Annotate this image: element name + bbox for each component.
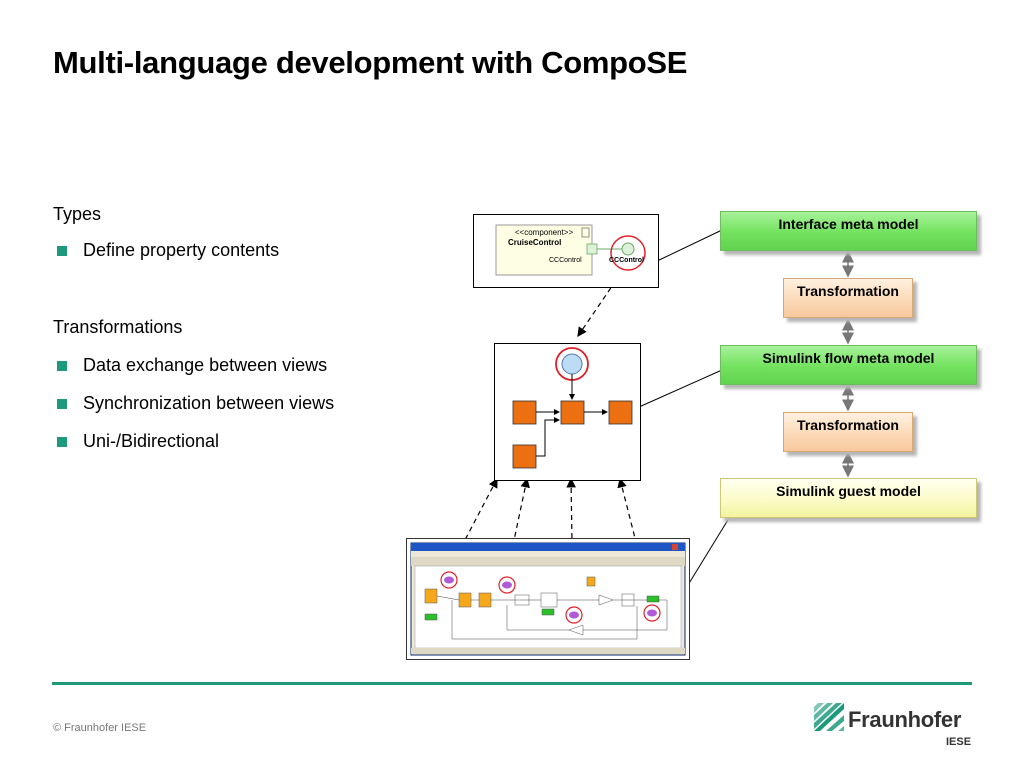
uml-stereotype: <<component>> <box>515 228 574 237</box>
highlight-circle <box>565 606 583 624</box>
highlight-circle <box>610 235 646 271</box>
section-heading-transformations: Transformations <box>53 317 183 337</box>
model-box-simulink-guest-model: Simulink guest model <box>720 478 977 518</box>
model-box-transformation: Transformation <box>783 278 913 318</box>
bullet-text: Data exchange between views <box>83 355 328 375</box>
flow-block <box>512 400 537 425</box>
component-glyph-icon <box>581 227 590 238</box>
simulink-window-drawing <box>410 542 686 656</box>
flow-block <box>560 400 585 425</box>
uml-port-label-left: CCControl <box>549 257 582 264</box>
flow-block <box>608 400 633 425</box>
model-box-transformation: Transformation <box>783 412 913 452</box>
window-title-bar <box>411 543 685 551</box>
bullet-text: Uni-/Bidirectional <box>83 431 220 451</box>
uml-component-panel: <<component>> CruiseControl CCControl CC… <box>473 214 659 288</box>
highlight-circle <box>498 576 516 594</box>
window-menu-bar <box>411 551 685 557</box>
fraunhofer-logo-icon <box>814 703 844 731</box>
bullet-item: Data exchange between views <box>57 355 327 376</box>
bullet-item: Synchronization between views <box>57 393 334 414</box>
logo-subtitle: IESE <box>946 736 972 748</box>
block-flow-panel <box>494 343 641 481</box>
bullet-text: Define property contents <box>83 240 280 260</box>
block-flow-drawing <box>512 347 633 469</box>
uml-port-label-right: CCControl <box>609 257 644 264</box>
footer-divider <box>52 682 972 685</box>
bullet-square-icon <box>57 245 67 256</box>
logo-wordmark: Fraunhofer <box>848 707 962 732</box>
uml-component-box <box>495 224 593 276</box>
window-close-icon <box>672 544 678 550</box>
copyright-text: © Fraunhofer IESE <box>53 722 147 734</box>
bullet-square-icon <box>57 436 67 447</box>
bullet-item: Define property contents <box>57 240 279 261</box>
bullet-item: Uni-/Bidirectional <box>57 431 219 452</box>
port-square-icon <box>586 243 598 255</box>
uml-component-name: CruiseControl <box>508 238 561 247</box>
slide-title: Multi-language development with CompoSE <box>53 45 688 80</box>
flow-block <box>512 444 537 469</box>
highlight-circle <box>643 604 661 622</box>
bullet-square-icon <box>57 398 67 409</box>
window-status-bar <box>411 648 685 654</box>
window-toolbar <box>411 557 685 566</box>
highlight-circle <box>440 571 458 589</box>
model-box-simulink-flow-meta-model: Simulink flow meta model <box>720 345 977 385</box>
port-circle-icon <box>561 353 583 375</box>
bullet-text: Synchronization between views <box>83 393 335 413</box>
simulink-window-screenshot <box>406 538 690 660</box>
model-box-interface-meta-model: Interface meta model <box>720 211 977 251</box>
bullet-square-icon <box>57 360 67 371</box>
provided-interface-icon <box>621 242 635 256</box>
section-heading-types: Types <box>53 204 102 224</box>
uml-component-drawing: <<component>> CruiseControl CCControl CC… <box>495 224 646 276</box>
